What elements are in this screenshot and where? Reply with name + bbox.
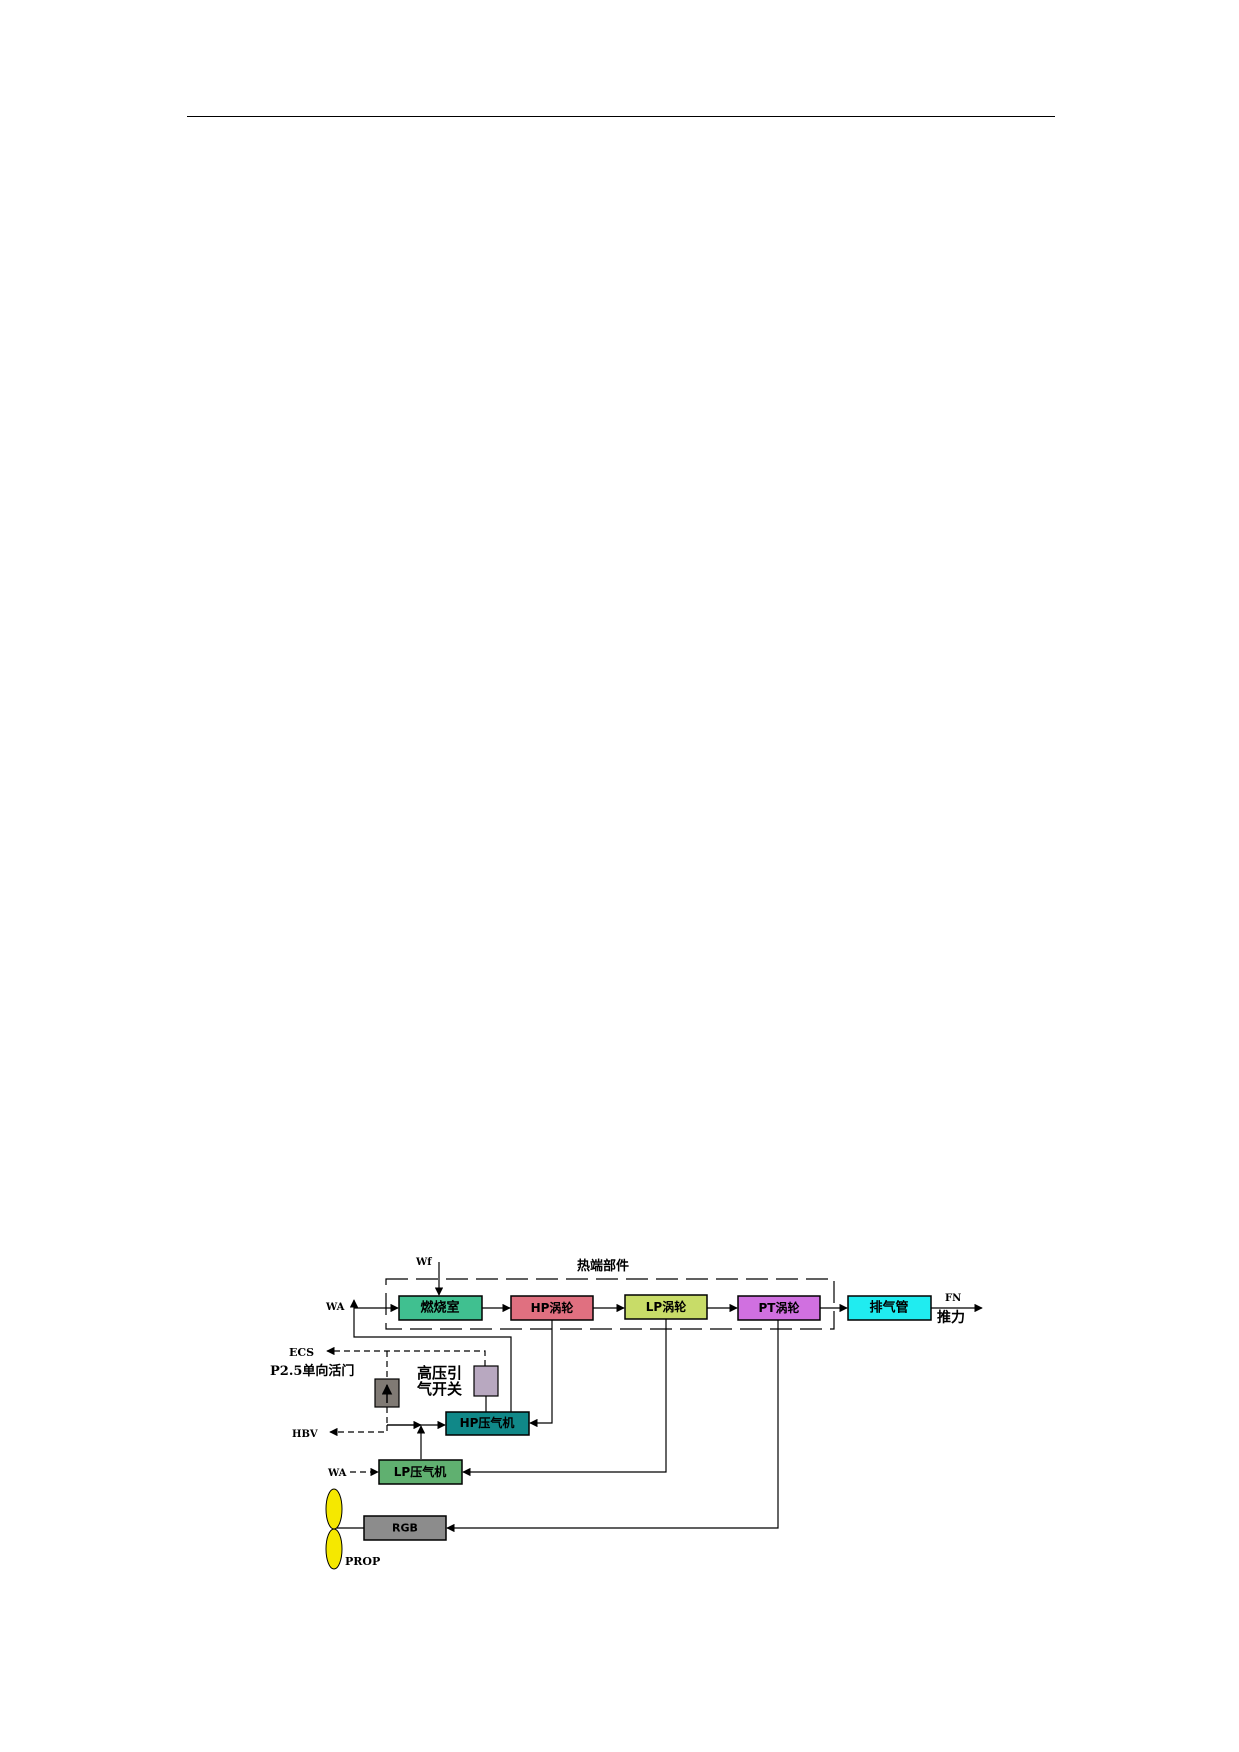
ecs-bleed-line: [326, 1346, 486, 1366]
check-valve-block: [374, 1378, 400, 1408]
hot-section-group: [385, 1278, 835, 1330]
hp-turbine-block: HP涡轮: [510, 1295, 594, 1321]
thrust-label: 推力: [937, 1309, 965, 1326]
exhaust-label: 排气管: [869, 1300, 908, 1316]
lp-turbine-label: LP涡轮: [646, 1299, 687, 1314]
lp-turbine-block: LP涡轮: [624, 1294, 708, 1320]
exhaust-block: 排气管: [847, 1295, 932, 1321]
combustor-label: 燃烧室: [420, 1300, 459, 1316]
hbv-label: HBV: [292, 1429, 318, 1440]
thrust-code-label: FN: [945, 1293, 961, 1304]
hot-section-label: 热端部件: [577, 1258, 629, 1274]
airflow-top-label: WA: [325, 1302, 345, 1313]
bleed-switch-block: [473, 1365, 499, 1397]
bleed-switch-label-1: 高压引: [417, 1364, 462, 1382]
rgb-block: RGB: [363, 1515, 447, 1541]
hp-compressor-label: HP压气机: [460, 1415, 515, 1430]
ecs-label: ECS: [289, 1346, 314, 1359]
pt-shaft-line: [446, 1320, 779, 1533]
combustor-block: 燃烧室: [398, 1295, 483, 1321]
bleed-switch-label-2: 气开关: [416, 1380, 462, 1398]
prop-label: PROP: [345, 1555, 380, 1568]
fuel-input-label: Wf: [415, 1257, 432, 1268]
hbv-bleed-line: [329, 1425, 388, 1437]
propeller-icon: [325, 1488, 343, 1570]
lp-compressor-block: LP压气机: [378, 1459, 463, 1485]
rgb-label: RGB: [392, 1522, 418, 1535]
lpt-shaft-line: [462, 1319, 667, 1477]
pt-turbine-block: PT涡轮: [737, 1295, 821, 1321]
hpc-to-combustor-line: [349, 1299, 512, 1421]
hpt-shaft-line: [529, 1320, 553, 1428]
pt-turbine-label: PT涡轮: [759, 1300, 801, 1315]
page-header-rule: [187, 116, 1055, 117]
airflow-lp-label: WA: [327, 1468, 347, 1479]
hp-compressor-block: HP压气机: [445, 1411, 530, 1436]
hp-turbine-label: HP涡轮: [531, 1300, 575, 1315]
lp-compressor-label: LP压气机: [394, 1464, 446, 1479]
check-valve-label: P2.5单向活门: [270, 1363, 354, 1379]
